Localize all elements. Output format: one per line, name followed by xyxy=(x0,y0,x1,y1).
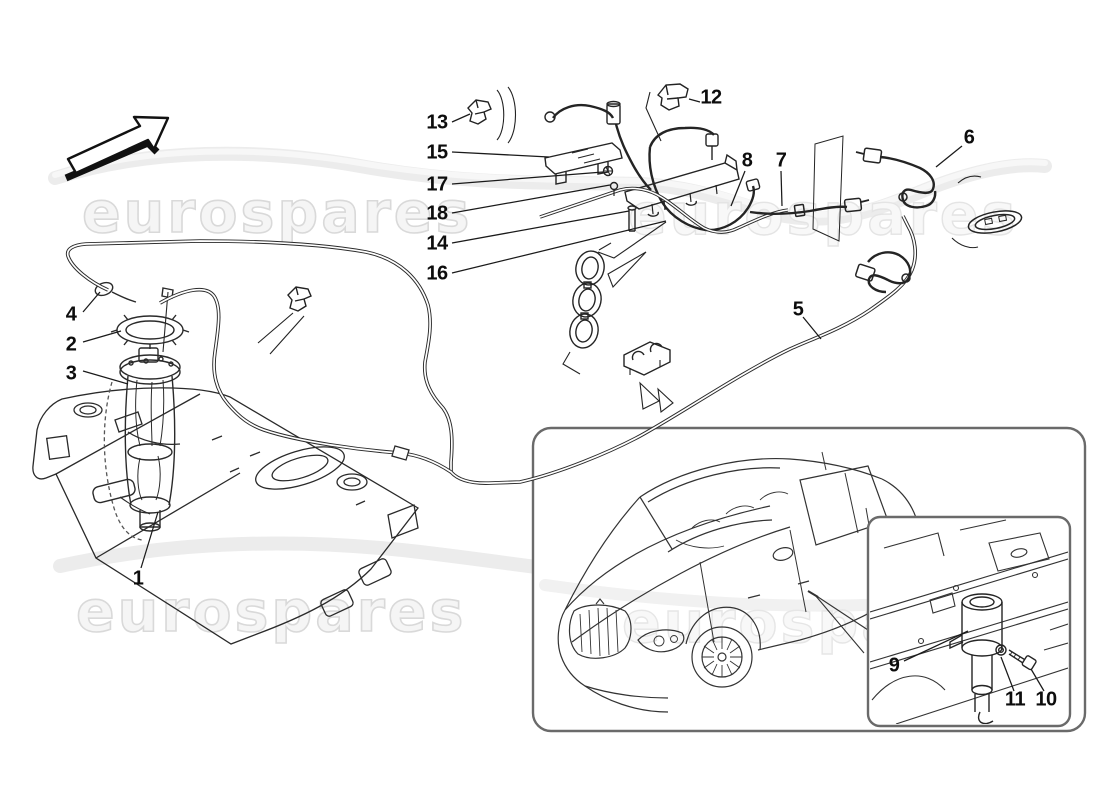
inset-pointer xyxy=(807,590,869,654)
callout-12: 12 xyxy=(700,86,722,109)
callout-17: 17 xyxy=(426,173,448,196)
watermark-text: eurospares xyxy=(628,182,1018,248)
callout-5: 5 xyxy=(792,298,804,321)
detail-inset-box xyxy=(866,515,1072,728)
callout-6: 6 xyxy=(963,126,975,149)
fuel-rail-group xyxy=(539,100,789,234)
fuel-pump-assembly xyxy=(92,281,190,532)
callout-2: 2 xyxy=(65,333,77,356)
line-clamp-stack xyxy=(562,221,667,375)
callout-leader-lines xyxy=(82,98,1045,692)
watermark-text: eurospares xyxy=(82,180,472,246)
fuel-line-secondary xyxy=(159,287,452,474)
vent-hoses-group xyxy=(749,135,1023,294)
callout-7: 7 xyxy=(775,149,787,172)
callout-10: 10 xyxy=(1035,688,1057,711)
inset-underbody xyxy=(870,519,1068,724)
watermark-swoosh-upper-highlight xyxy=(52,148,1048,218)
callout-18: 18 xyxy=(426,202,448,225)
fuel-tank-group xyxy=(32,381,419,645)
callout-16: 16 xyxy=(426,262,448,285)
callout-13: 13 xyxy=(426,111,448,134)
callout-11: 11 xyxy=(1004,688,1026,711)
car-drawing xyxy=(557,451,920,713)
callout-4: 4 xyxy=(65,303,77,326)
direction-arrow-icon xyxy=(64,115,170,182)
callout-3: 3 xyxy=(65,362,77,385)
callout-9: 9 xyxy=(888,654,900,677)
callout-1: 1 xyxy=(132,567,144,590)
callout-8: 8 xyxy=(741,149,753,172)
fuel-lines xyxy=(65,215,918,485)
callout-14: 14 xyxy=(426,232,448,255)
vent-valve-group xyxy=(949,593,1037,724)
callout-15: 15 xyxy=(426,141,448,164)
hose-clip-13 xyxy=(467,86,517,144)
hose-clip-12 xyxy=(645,83,689,142)
hose-clip-mid xyxy=(257,286,312,355)
line-clamp-double xyxy=(623,341,674,414)
watermark-text: eurospares xyxy=(76,579,466,645)
watermark-layer: eurospares eurospares eurospares xyxy=(48,146,1052,646)
